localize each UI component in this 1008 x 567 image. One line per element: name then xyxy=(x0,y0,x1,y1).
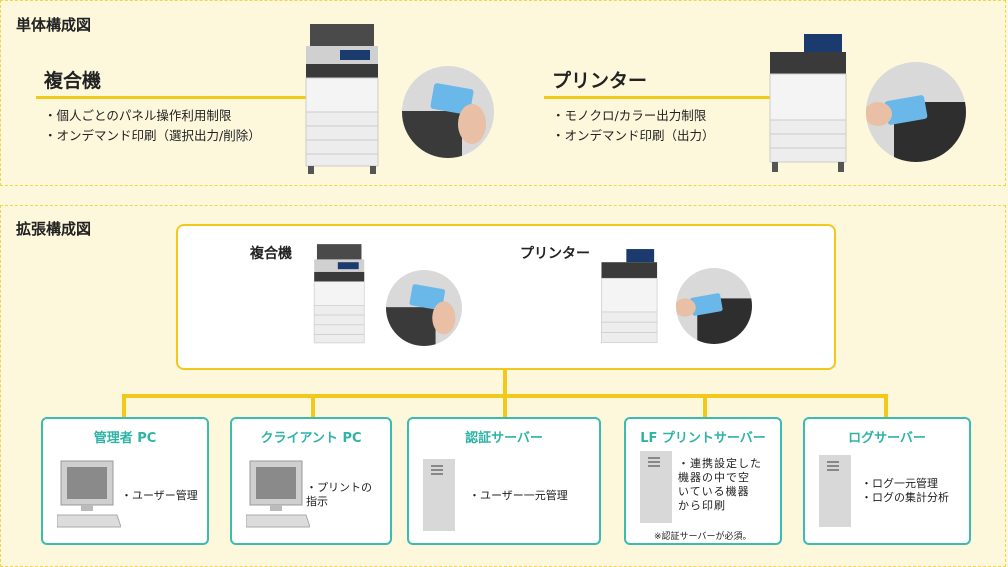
log-server-title: ログサーバー xyxy=(848,431,926,446)
extended-printer-title: プリンター xyxy=(520,246,590,262)
single-configuration-section xyxy=(0,0,1006,186)
single-printer-title: プリンター xyxy=(552,70,648,92)
multifunction-printer-icon xyxy=(305,24,379,174)
single-printer-bullet-1: ・モノクロ/カラー出力制限 xyxy=(552,108,707,123)
lf-print-server-title: LF プリントサーバー xyxy=(640,431,766,446)
auth-server-title: 認証サーバー xyxy=(465,431,543,446)
lf-print-server-note: ※認証サーバーが必須。 xyxy=(654,532,752,542)
log-server-node: ログサーバー ・ログ一元管理 ・ログの集計分析 xyxy=(803,417,971,545)
server-tower-icon xyxy=(819,455,851,527)
client-pc-node: クライアント PC ・プリントの 指示 xyxy=(230,417,392,545)
server-tower-icon xyxy=(423,459,455,531)
single-mfp-bullet-1: ・個人ごとのパネル操作利用制限 xyxy=(44,108,232,123)
branch-connector xyxy=(703,394,707,418)
branch-connector xyxy=(311,394,315,418)
client-pc-text: ・プリントの 指示 xyxy=(306,481,372,508)
single-mfp-bullet-2: ・オンデマンド印刷（選択出力/削除） xyxy=(44,128,261,143)
printer-icon xyxy=(769,34,847,172)
ic-card-reader-icon xyxy=(386,270,462,346)
branch-connector xyxy=(884,394,888,418)
single-mfp-title: 複合機 xyxy=(44,70,102,92)
branch-connector xyxy=(503,394,507,418)
ic-card-reader-icon xyxy=(402,66,494,158)
ic-card-reader-icon xyxy=(866,62,966,162)
single-configuration-title: 単体構成図 xyxy=(16,16,92,34)
printer-icon xyxy=(601,249,658,344)
desktop-pc-icon xyxy=(57,460,121,528)
desktop-pc-icon xyxy=(246,460,310,528)
admin-pc-node: 管理者 PC ・ユーザー管理 xyxy=(41,417,209,545)
admin-pc-title: 管理者 PC xyxy=(93,431,157,446)
lf-print-server-node: LF プリントサーバー ・連携設定した 機器の中で空 いている機器 から印刷 ※… xyxy=(624,417,782,545)
multifunction-printer-icon xyxy=(313,244,365,344)
extended-configuration-title: 拡張構成図 xyxy=(16,220,92,238)
trunk-connector xyxy=(503,369,507,397)
client-pc-title: クライアント PC xyxy=(260,431,362,446)
ic-card-reader-icon xyxy=(676,268,752,344)
printer-underline xyxy=(544,96,774,99)
server-tower-icon xyxy=(640,451,672,523)
admin-pc-text: ・ユーザー管理 xyxy=(121,489,198,502)
auth-server-text: ・ユーザー一元管理 xyxy=(469,489,568,502)
branch-connector xyxy=(122,394,126,418)
lf-print-server-text: ・連携設定した 機器の中で空 いている機器 から印刷 xyxy=(678,457,762,512)
log-server-text: ・ログ一元管理 ・ログの集計分析 xyxy=(861,477,949,504)
auth-server-node: 認証サーバー ・ユーザー一元管理 xyxy=(407,417,601,545)
single-printer-bullet-2: ・オンデマンド印刷（出力） xyxy=(552,128,715,143)
extended-mfp-title: 複合機 xyxy=(250,246,292,262)
mfp-underline xyxy=(36,96,306,99)
